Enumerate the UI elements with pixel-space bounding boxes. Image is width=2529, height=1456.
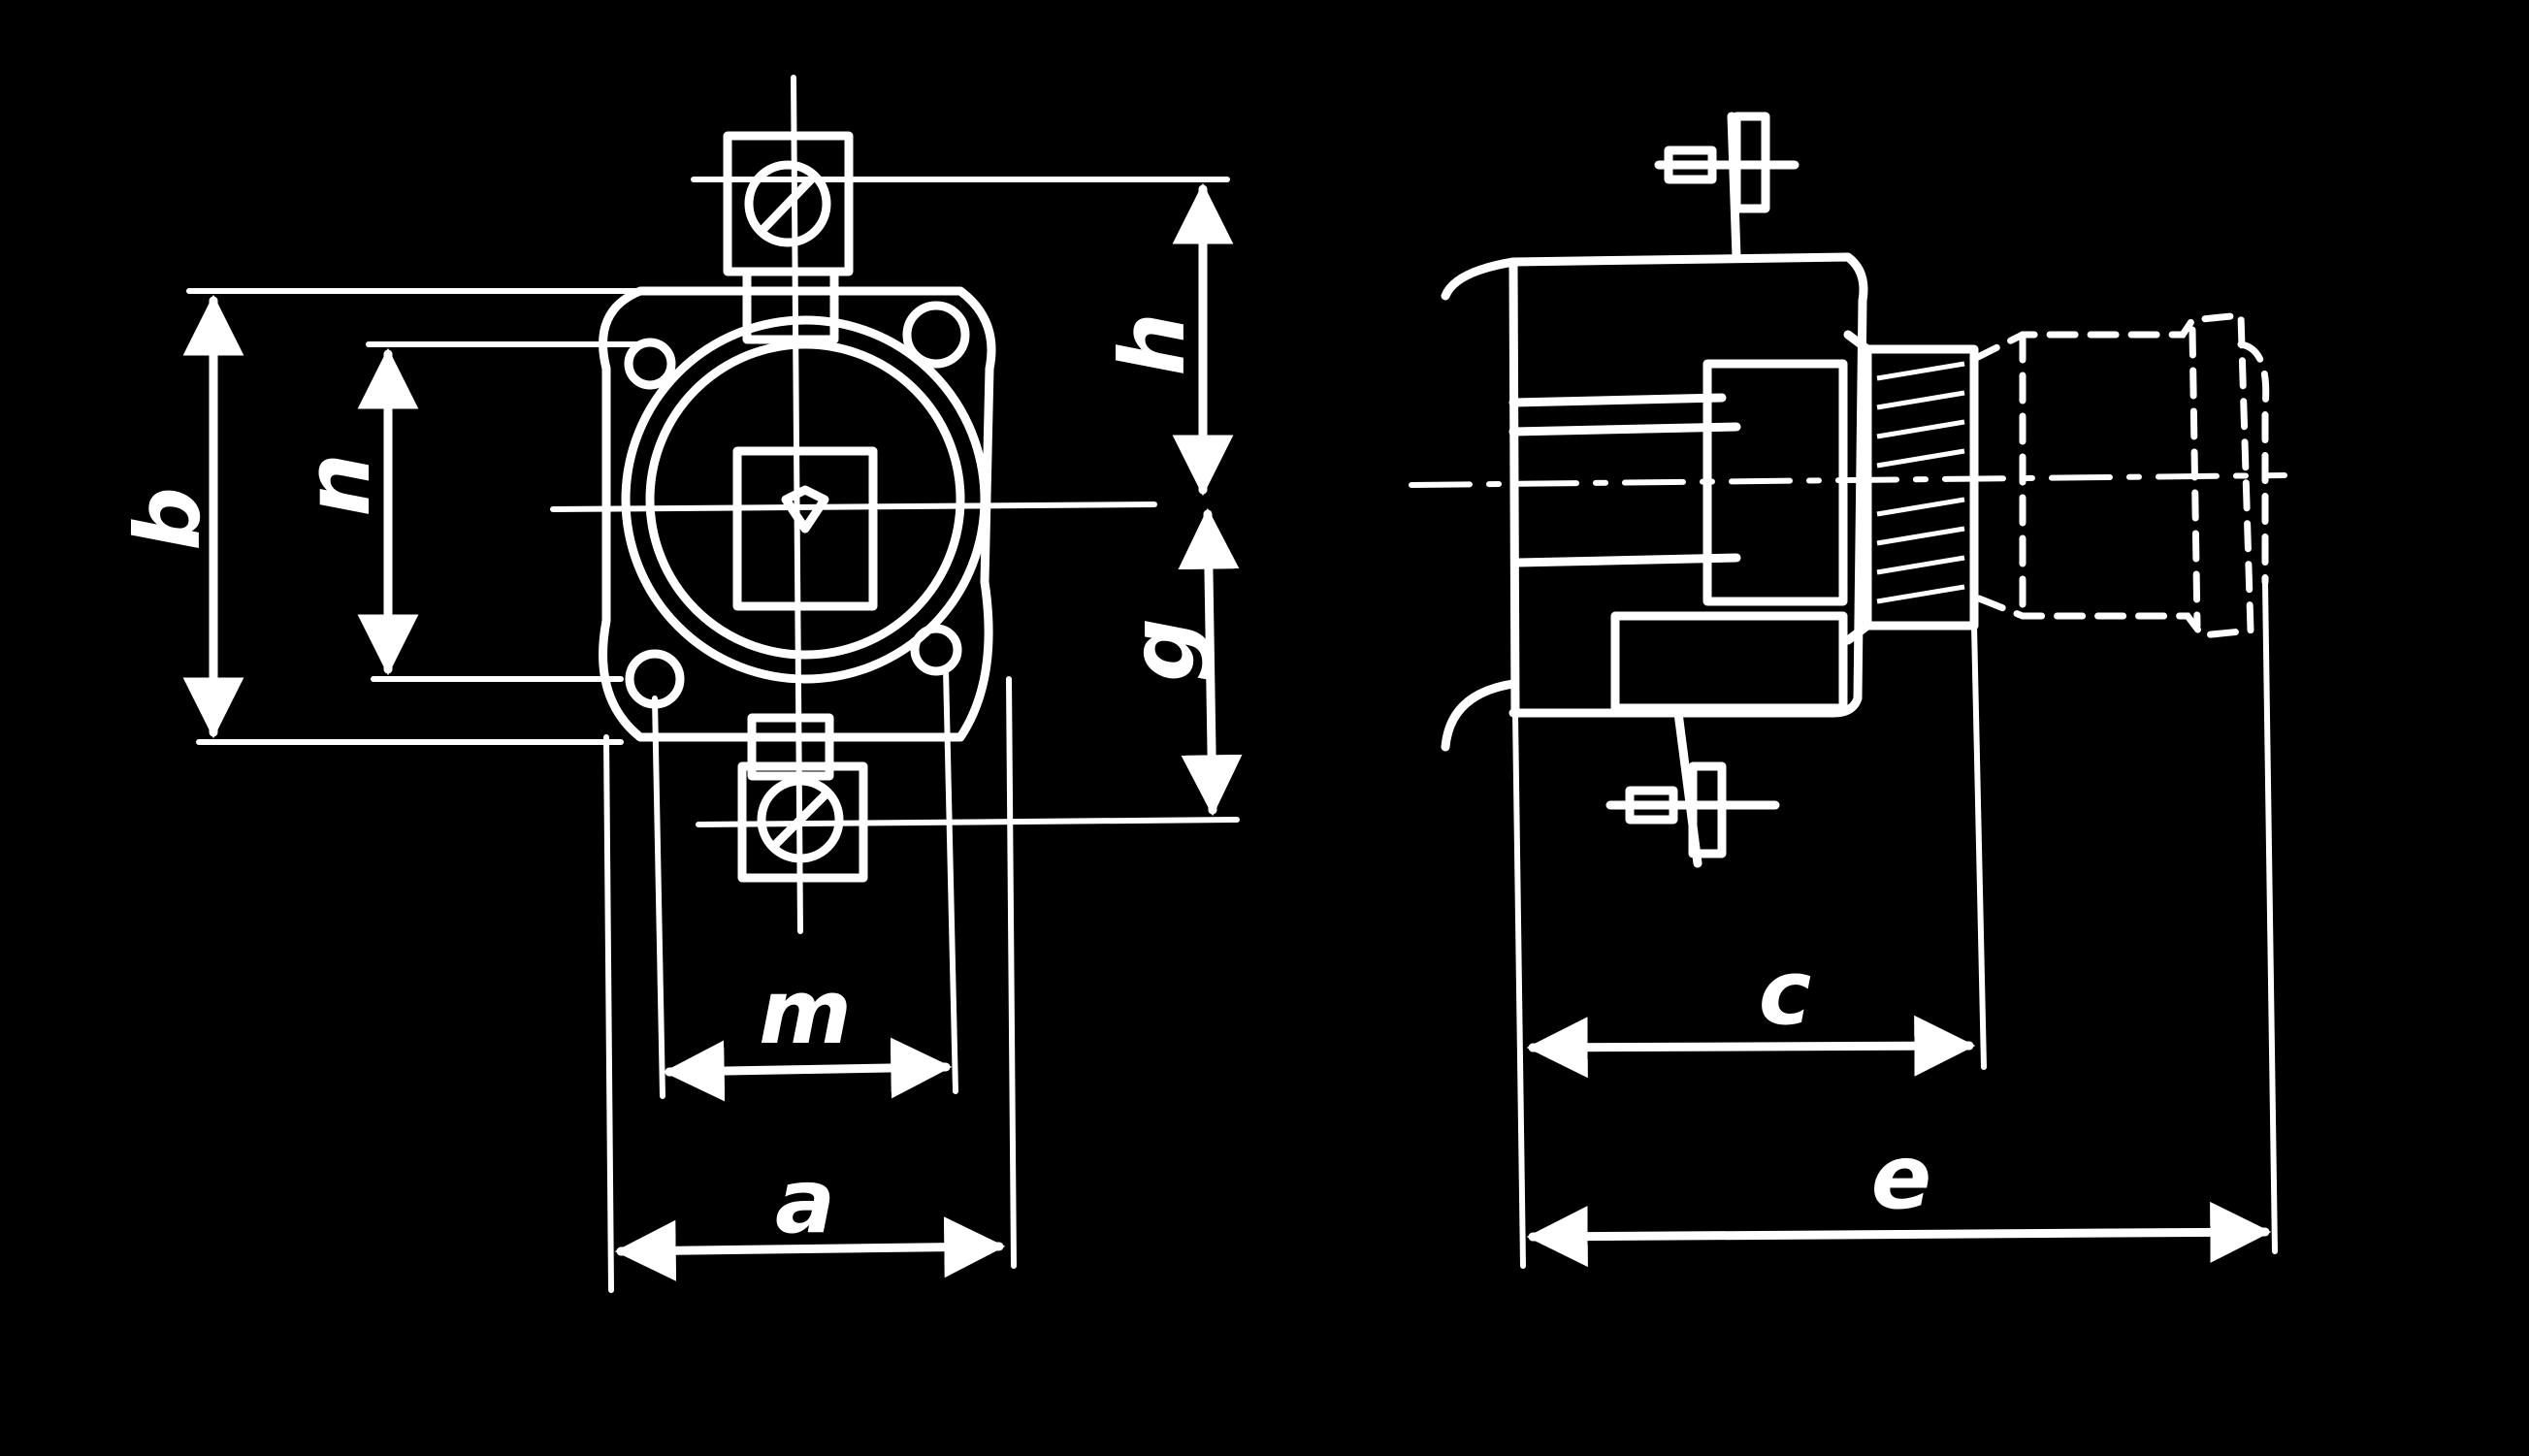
side-inner-block-lower — [1610, 611, 1848, 713]
dim-e-line — [1526, 1201, 2272, 1268]
bottom-clamp-neck — [747, 713, 834, 781]
ext-m-right — [943, 666, 958, 1094]
ext-a-left — [603, 734, 614, 1293]
mounting-hole-top-left — [624, 338, 676, 390]
ext-g-bottom — [696, 817, 1240, 827]
dim-g-line — [1178, 507, 1243, 817]
label-h: h — [1101, 312, 1205, 376]
side-centerline — [1409, 472, 2287, 488]
label-a: a — [775, 1149, 835, 1253]
front-horizontal-centerline — [550, 502, 1157, 512]
dim-c-line — [1526, 1015, 1976, 1079]
side-inner-line-1 — [1508, 393, 1727, 407]
side-body-bottom-curve — [1441, 679, 1518, 752]
flange-circle — [621, 315, 989, 684]
label-c: c — [1759, 941, 1812, 1045]
flange-inner-circle — [645, 340, 965, 660]
nut-chamfer-bottom — [1843, 621, 1872, 645]
top-terminal — [1654, 112, 1799, 262]
front-view: b n h g m a — [116, 75, 1243, 1293]
dim-a-line — [614, 1216, 1006, 1281]
front-vertical-centerline — [791, 75, 803, 934]
side-inner-line-2 — [1508, 422, 1741, 437]
ext-c-left — [1512, 710, 1526, 1269]
ext-a-right — [1006, 676, 1017, 1269]
side-inner-line-3 — [1513, 553, 1741, 567]
ext-c-right — [1971, 623, 1987, 1070]
ext-e-right — [2262, 579, 2278, 1254]
label-e: e — [1871, 1125, 1931, 1229]
label-g: g — [1111, 618, 1215, 682]
mounting-hole-bottom-right — [910, 624, 962, 676]
bottom-terminal — [1605, 708, 1780, 868]
label-n: n — [286, 453, 390, 517]
knurl-hatching — [1876, 361, 1965, 604]
knurled-nut — [1863, 344, 1979, 631]
mating-plug-outline — [1970, 311, 2254, 639]
top-clamp-screw — [744, 160, 831, 247]
label-b: b — [116, 487, 220, 551]
nut-chamfer-top — [1843, 330, 1872, 354]
top-clamp-slot — [760, 175, 816, 233]
dim-m-line — [663, 1037, 953, 1102]
side-view: c e — [1409, 112, 2287, 1269]
mounting-hole-top-right — [902, 301, 970, 369]
side-body-top-curve — [1441, 257, 1518, 301]
label-m: m — [759, 960, 852, 1064]
mating-plug-cap — [2237, 340, 2270, 586]
side-body-front-face — [1508, 257, 1520, 718]
ext-m-left — [652, 696, 665, 1099]
central-socket — [732, 446, 878, 611]
top-clamp-neck — [742, 267, 839, 344]
